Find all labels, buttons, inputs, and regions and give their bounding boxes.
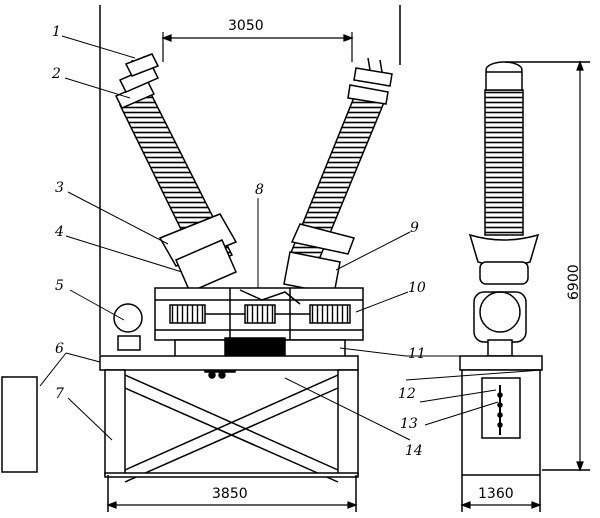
callout-12: 12 — [398, 386, 416, 402]
side-view — [459, 61, 590, 512]
callout-3: 3 — [55, 180, 64, 196]
callout-13: 13 — [400, 416, 418, 432]
callout-11: 11 — [408, 346, 426, 362]
callout-14: 14 — [405, 443, 423, 459]
left-bushing — [114, 53, 238, 293]
leader-lines — [39, 35, 543, 441]
breaker-tank — [154, 287, 364, 341]
foundation-block — [1, 376, 38, 473]
side-bushing — [468, 61, 540, 285]
callout-4: 4 — [54, 224, 64, 240]
side-tank — [473, 291, 527, 357]
callout-6: 6 — [55, 341, 64, 357]
callout-10: 10 — [408, 280, 426, 296]
dim-top-width: 3050 — [228, 18, 264, 34]
callout-5: 5 — [55, 278, 64, 294]
dim-side-width: 1360 — [478, 486, 514, 502]
callout-1: 1 — [52, 24, 61, 40]
dimensions — [106, 32, 584, 509]
front-view — [1, 5, 401, 512]
right-bushing — [283, 57, 393, 295]
dim-base-width: 3850 — [212, 486, 248, 502]
side-support — [459, 355, 543, 512]
callout-9: 9 — [410, 220, 419, 236]
current-transformer — [113, 303, 143, 351]
callout-2: 2 — [51, 66, 61, 82]
callout-8: 8 — [255, 182, 264, 198]
callout-labels: 1 2 3 4 5 6 7 8 9 10 11 12 13 14 — [51, 24, 426, 459]
callout-7: 7 — [55, 386, 64, 402]
support-frame — [99, 355, 359, 483]
dim-height: 6900 — [566, 264, 582, 300]
